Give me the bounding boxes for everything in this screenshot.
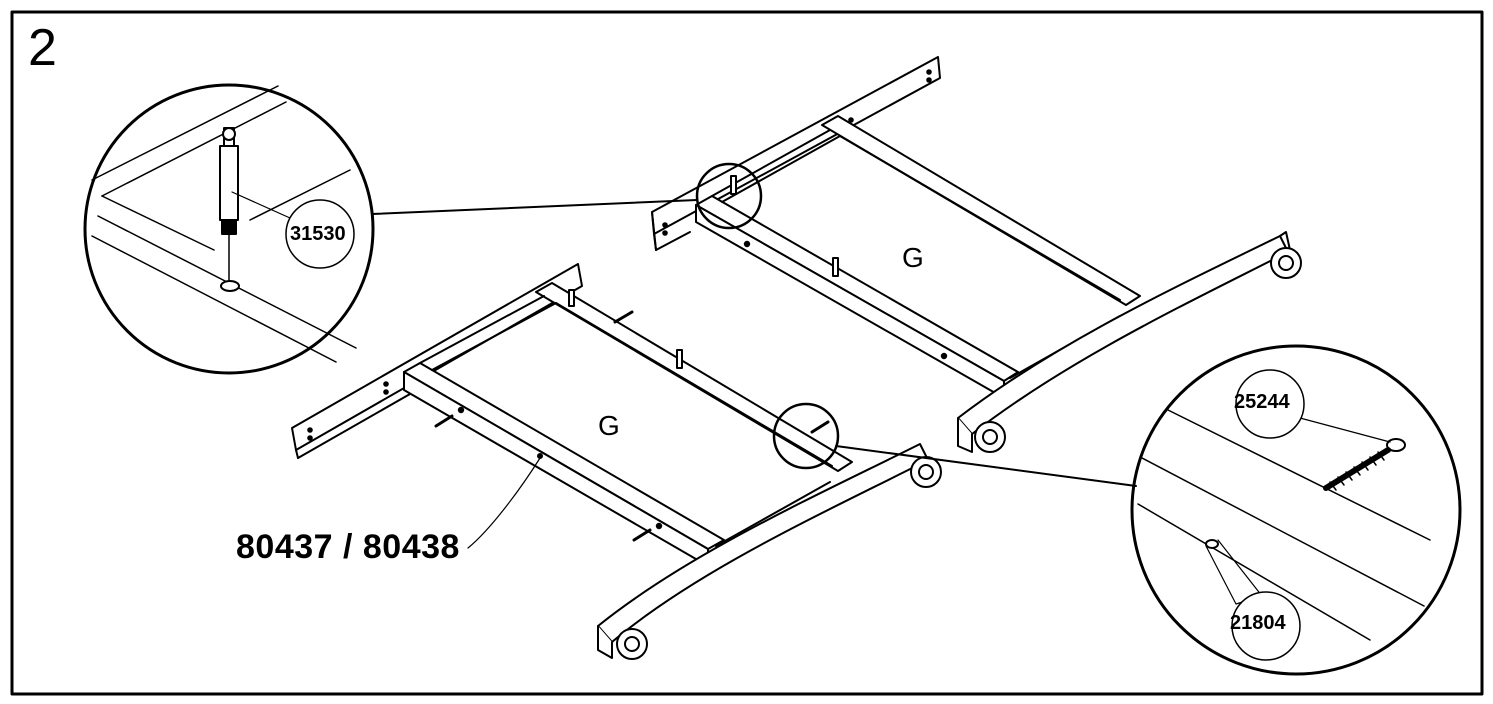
callout-screw: 25244 — [1234, 391, 1290, 413]
callout-dowel: 21804 — [1230, 612, 1286, 634]
callout-cam-bolt: 31530 — [290, 223, 346, 245]
step-number: 2 — [28, 19, 57, 77]
page-border — [10, 10, 1484, 696]
cam-bolt-detail — [83, 83, 375, 375]
panel-label-lower: G — [598, 410, 620, 441]
lower-frame — [291, 263, 942, 660]
upper-frame — [651, 56, 1302, 453]
part-number-label: 80437 / 80438 — [236, 528, 460, 566]
screw-dowel-detail — [1130, 344, 1462, 676]
panel-label-upper: G — [902, 242, 924, 273]
